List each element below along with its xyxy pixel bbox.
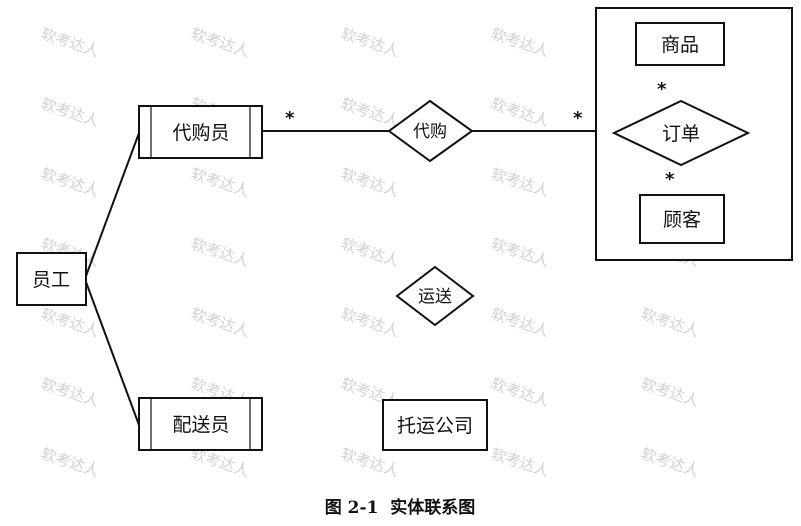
watermark: 软考达人 xyxy=(339,95,402,131)
entity-shipping-company-box xyxy=(382,399,488,451)
entity-deliverer-label: 配送员 xyxy=(172,414,229,436)
watermark: 软考达人 xyxy=(489,375,552,411)
watermark: 软考达人 xyxy=(639,305,702,341)
watermark: 软考达人 xyxy=(39,375,102,411)
watermark: 软考达人 xyxy=(489,165,552,201)
multiplicity-purchaser-side: * xyxy=(285,108,295,129)
watermark: 软考达人 xyxy=(39,25,102,61)
link-employee-purchaser xyxy=(85,132,140,277)
watermark: 软考达人 xyxy=(189,25,252,61)
relationship-order: 订单 xyxy=(611,99,751,167)
watermark: 软考达人 xyxy=(189,305,252,341)
watermark: 软考达人 xyxy=(639,445,702,481)
relationship-order-diamond xyxy=(611,99,751,167)
relationship-deliver-diamond xyxy=(395,265,475,327)
watermark: 软考达人 xyxy=(189,235,252,271)
entity-employee-label: 员工 xyxy=(32,269,70,291)
watermark: 软考达人 xyxy=(39,165,102,201)
watermark: 软考达人 xyxy=(489,235,552,271)
relationship-order-label: 订单 xyxy=(662,123,700,145)
entity-purchaser: 代购员 xyxy=(138,105,263,159)
watermark: 软考达人 xyxy=(339,305,402,341)
entity-purchaser-box xyxy=(138,105,263,159)
multiplicity-order-side: * xyxy=(573,108,583,129)
entity-customer-label: 顾客 xyxy=(663,209,701,231)
entity-deliverer-box xyxy=(138,397,263,451)
relationship-purchase: 代购 xyxy=(387,99,474,163)
entity-goods-label: 商品 xyxy=(661,34,699,56)
entity-customer-box xyxy=(639,194,725,244)
watermark: 软考达人 xyxy=(489,95,552,131)
watermark: 软考达人 xyxy=(39,305,102,341)
relationship-deliver-label: 运送 xyxy=(418,287,452,307)
watermark: 软考达人 xyxy=(339,165,402,201)
watermark: 软考达人 xyxy=(489,305,552,341)
watermark: 软考达人 xyxy=(189,165,252,201)
watermark: 软考达人 xyxy=(639,375,702,411)
relationship-purchase-diamond xyxy=(387,99,474,163)
entity-employee: 员工 xyxy=(16,252,87,306)
entity-purchaser-label: 代购员 xyxy=(172,122,229,144)
multiplicity-goods-side: * xyxy=(657,79,667,100)
relationship-purchase-label: 代购 xyxy=(413,122,447,142)
entity-goods-box xyxy=(635,22,725,66)
watermark: 软考达人 xyxy=(39,445,102,481)
entity-deliverer: 配送员 xyxy=(138,397,263,451)
relationship-deliver: 运送 xyxy=(395,265,475,327)
watermark: 软考达人 xyxy=(339,25,402,61)
entity-employee-box xyxy=(16,252,87,306)
entity-goods: 商品 xyxy=(635,22,725,66)
watermark: 软考达人 xyxy=(489,445,552,481)
multiplicity-customer-side: * xyxy=(665,169,675,190)
entity-customer: 顾客 xyxy=(639,194,725,244)
watermark: 软考达人 xyxy=(489,25,552,61)
link-employee-deliverer xyxy=(85,281,140,426)
watermark: 软考达人 xyxy=(339,235,402,271)
watermark: 软考达人 xyxy=(39,95,102,131)
entity-shipping-company: 托运公司 xyxy=(382,399,488,451)
entity-shipping-company-label: 托运公司 xyxy=(397,415,473,437)
figure-caption: 图 2-1 实体联系图 xyxy=(325,497,475,518)
